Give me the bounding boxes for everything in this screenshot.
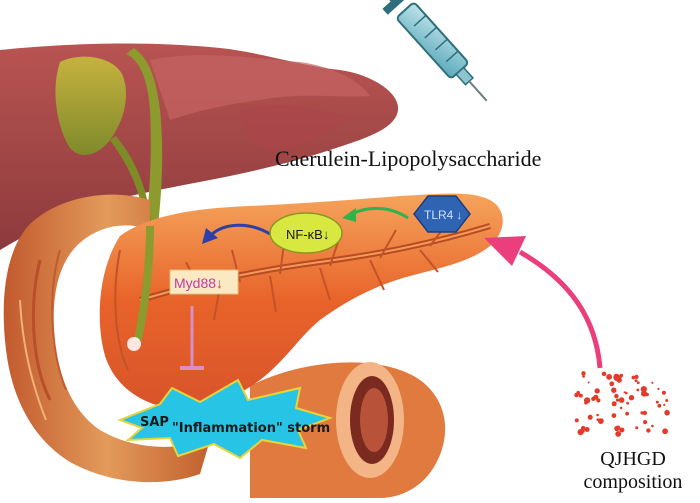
green-arrow [342,207,409,222]
composition-dot [587,381,590,384]
composition-dot [636,388,640,392]
composition-dot [662,428,668,435]
composition-dot [614,425,620,432]
composition-dot [626,401,629,405]
composition-dot [625,411,629,416]
myd88-label: Myd88↓ [174,275,223,291]
composition-dot [661,390,666,395]
composition-dot [578,393,583,398]
composition-label-line1: QJHGD [600,448,666,470]
composition-dot [664,409,670,416]
composition-dot [657,403,662,408]
composition-dot [651,381,654,384]
composition-dot [593,394,599,400]
composition-label: QJHGD composition [572,448,694,494]
composition-dot [615,398,620,402]
composition-dot [574,392,579,398]
composition-dot [619,406,623,410]
composition-dot [665,412,669,416]
composition-dot [601,371,607,377]
inhibition-line [180,306,204,370]
composition-dot [625,391,628,395]
composition-dot [606,374,612,380]
composition-dot [641,390,647,397]
composition-dot [623,391,626,394]
composition-dot [631,375,636,380]
composition-dot [619,427,625,433]
composition-dot [584,400,588,405]
composition-dot [587,414,593,420]
composition-dot [635,426,639,430]
composition-dot [581,371,586,376]
composition-dot [615,431,622,437]
syringe-icon [381,0,488,102]
composition-dot [640,411,644,415]
composition-dot [582,375,585,378]
composition-dot [657,387,660,390]
composition-dot [619,374,623,378]
composition-dot [651,424,654,428]
composition-dot [634,379,638,383]
composition-dot [580,425,586,431]
composition-dot [611,401,617,407]
composition-dot [584,427,590,432]
duodenum-shape [3,194,211,483]
storm-label: "Inflammation" storm [172,421,330,436]
composition-dots [574,371,670,437]
composition-dot [663,403,666,406]
composition-dot [614,393,619,399]
composition-dot [611,387,617,393]
pancreas-shape [99,193,503,409]
tlr4-label: TLR4↓ [424,208,462,222]
composition-dot [609,381,615,387]
sap-label: SAP [140,415,169,430]
composition-dot [611,413,617,418]
composition-dot [596,413,599,417]
composition-label-line2: composition [583,471,683,493]
composition-dot [628,395,635,401]
composition-dot [613,373,620,380]
agent-label: Caerulein-Lipopolysaccharide [275,146,542,171]
storm-burst [117,378,334,460]
pink-arrow [484,236,603,369]
composition-dot [665,399,669,402]
blue-arrow [202,223,271,244]
nfkb-node [269,212,343,254]
composition-dot [598,418,604,424]
composition-dot [634,374,639,379]
composition-dot [643,420,648,425]
composition-dot [646,428,651,433]
composition-dot [594,388,600,394]
composition-dot [574,418,579,423]
myd88-node [169,269,239,295]
composition-dot [640,386,647,393]
composition-dot [642,410,647,416]
composition-dot [636,381,640,385]
composition-dot [655,400,659,404]
nfkb-label: NF-κB↓ [286,227,329,242]
tlr4-node [413,195,471,233]
composition-dot [618,397,625,403]
composition-dot [581,429,585,433]
composition-dot [596,398,601,403]
